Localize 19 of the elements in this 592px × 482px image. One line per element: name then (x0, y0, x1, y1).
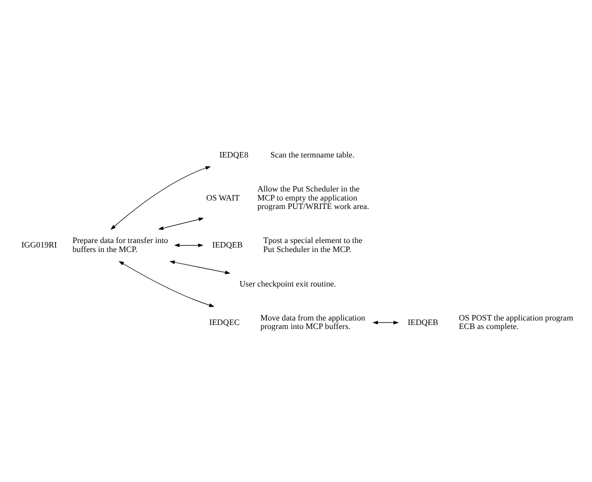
node-label: OS POST the application program ECB as complete. (458, 313, 574, 332)
node-label: Tpost a special element to the Put Scheduler in the MCP. (263, 236, 362, 254)
node-label: Move data from the application program into MCP buffers. (260, 313, 366, 332)
node-text: IEDQE8 (219, 150, 248, 160)
node-label: Prepare data for transfer into buffers in the MCP. (72, 236, 168, 254)
arrow (174, 243, 204, 248)
node-text: IEDQEB (212, 240, 243, 250)
node-label: Allow the Put Scheduler in the MCP to empty the application program PUT/WRITE work area. (257, 184, 370, 212)
arrow (110, 166, 211, 230)
arrow (158, 218, 204, 230)
node-text: OS WAIT (206, 193, 240, 202)
arrow (118, 260, 214, 307)
node-text: IEDQEC (209, 318, 240, 327)
arrow (169, 260, 230, 274)
node-text: IEDQEB (408, 318, 438, 327)
node-label: Scan the termname table. (270, 150, 354, 160)
node-text: IGG019RI (21, 240, 57, 250)
node-text: User checkpoint exit routine. (240, 279, 336, 288)
arrow (372, 320, 399, 324)
